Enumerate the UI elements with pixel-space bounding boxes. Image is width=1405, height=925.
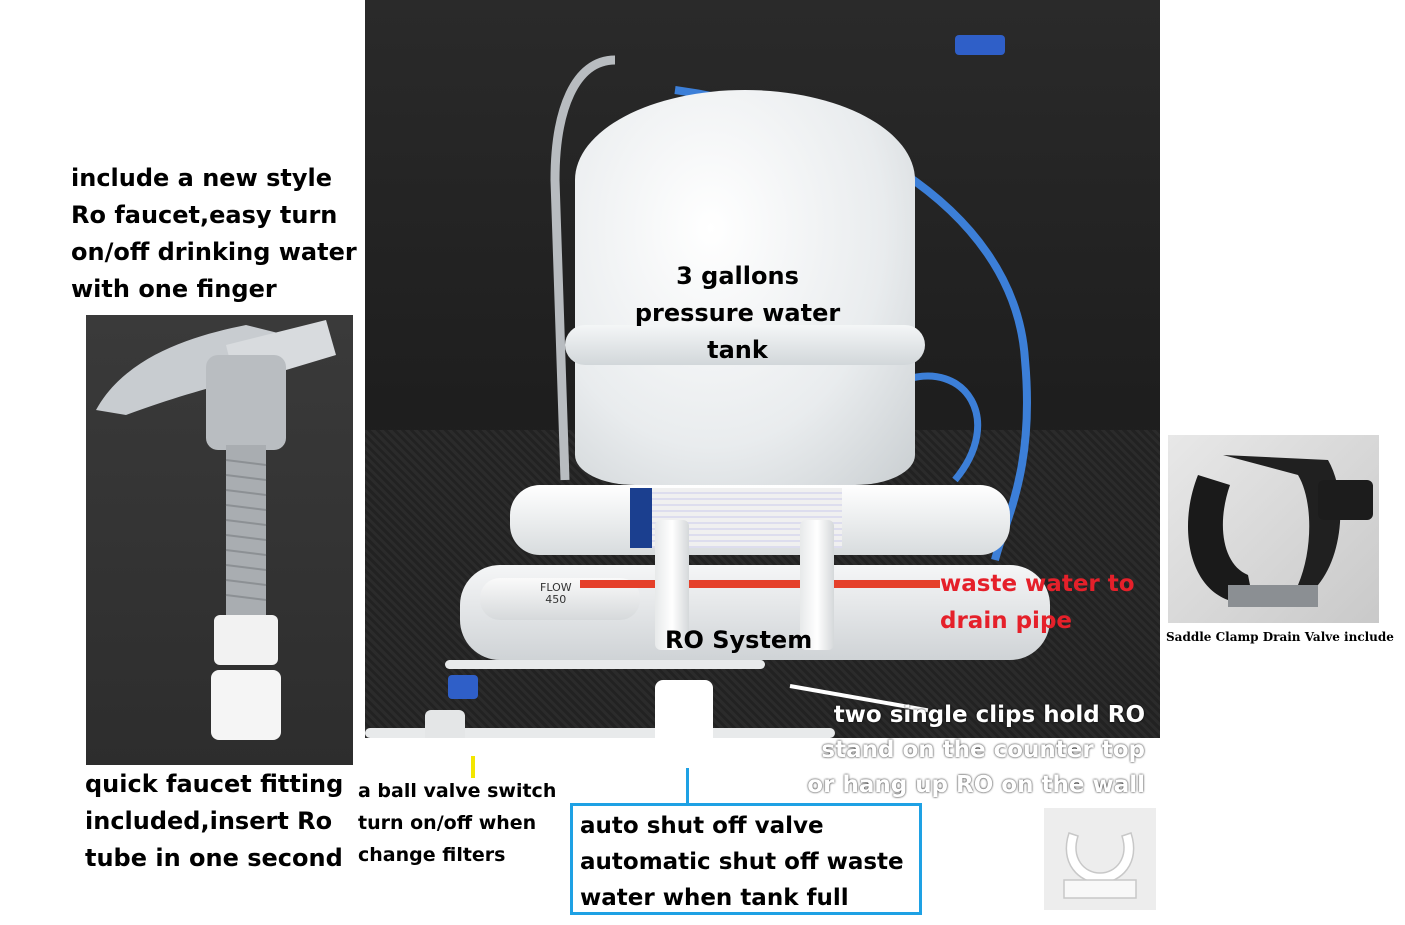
clip-right [800,520,834,650]
ball-valve-handle-icon [448,675,478,699]
shutoff-highlight-box [570,803,922,915]
quick-fitting-caption: quick faucet fitting included,insert Ro … [85,770,344,872]
faucet-handle-icon [955,35,1005,55]
ball-valve-caption: a ball valve switch turn on/off when cha… [358,780,557,866]
faucet-caption: include a new style Ro faucet,easy turn … [71,164,357,303]
saddle-clamp-photo [1168,435,1379,623]
faucet-photo [86,315,353,765]
shutoff-pointer-line [686,768,689,804]
shutoff-caption: auto shut off valve automatic shut off w… [580,813,904,911]
saddle-clamp-illustration [1188,455,1373,607]
clip-left [655,520,689,650]
flow-label: FLOW [540,581,572,594]
tank-caption: 3 gallons pressure water tank [634,262,841,364]
ro-system-caption: RO System [665,626,813,654]
ball-valve-body [425,710,465,738]
saddle-clamp-caption: Saddle Clamp Drain Valve include [1166,630,1394,644]
flow-value: 450 [545,593,567,606]
tank-band [565,325,925,365]
clip-photo [1044,808,1156,910]
pressure-tank [575,90,915,485]
ro-system-photo: FLOW 450 [365,0,1160,738]
clips-caption: two single clips hold RO stand on the co… [807,702,1145,798]
waste-water-caption: waste water to drain pipe [940,571,1135,634]
faucet-illustration [96,320,336,740]
waste-line [580,580,940,588]
clip-illustration [1063,832,1137,899]
tube-middle [445,660,765,669]
tube-bottom [365,728,835,738]
ball-valve-marker [471,756,475,778]
shutoff-valve-body [655,680,713,738]
